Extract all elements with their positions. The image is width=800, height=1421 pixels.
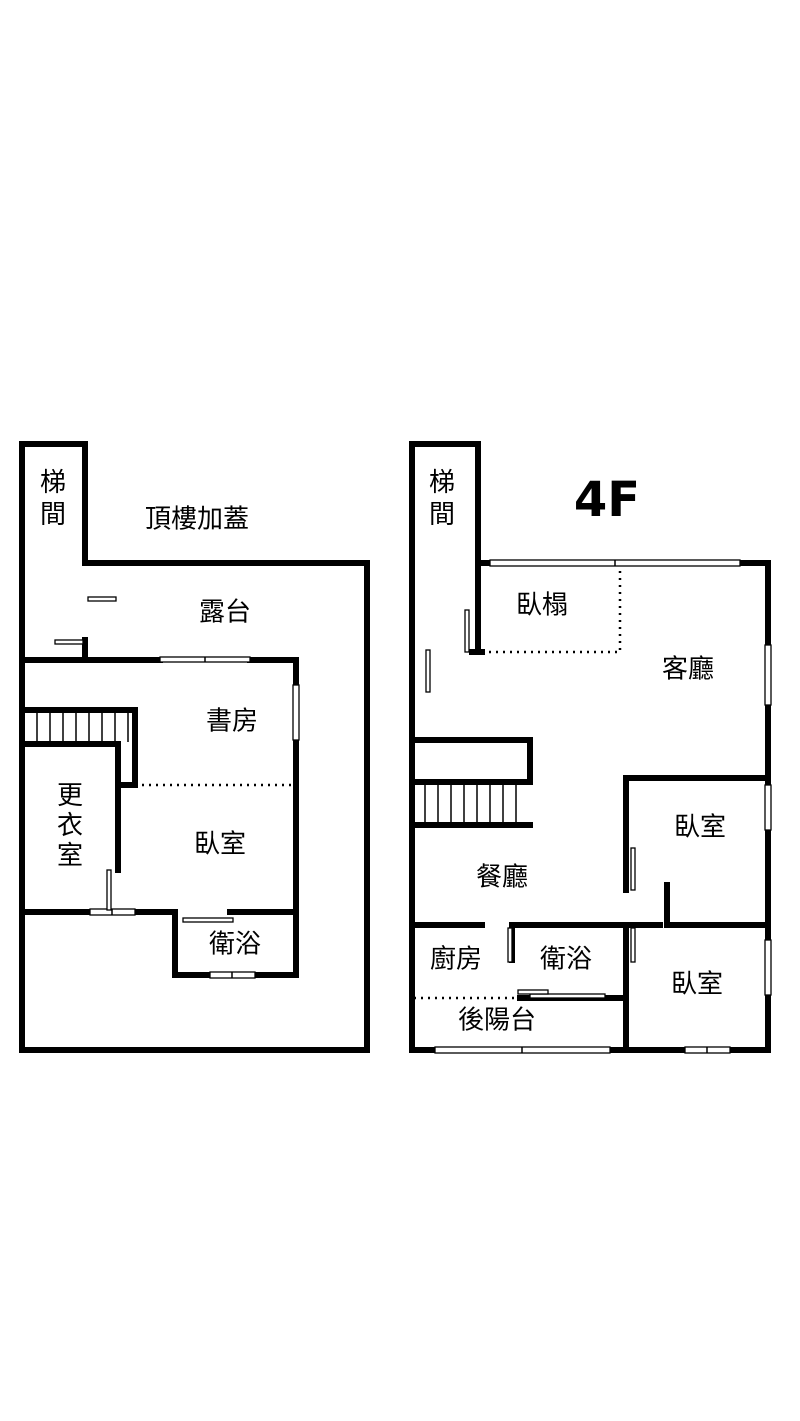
right-window-bedroom2-bottom <box>684 1046 731 1054</box>
left-label-terrace: 露台 <box>199 598 251 628</box>
left-label-rooftop: 頂樓加蓋 <box>145 505 249 535</box>
right-door-bath <box>507 927 513 963</box>
right-floor-label: 4F <box>574 472 640 528</box>
right-door-bedroom2 <box>630 927 636 963</box>
right-wall <box>623 775 771 893</box>
left-stair-treads <box>36 712 129 742</box>
left-window-study-top <box>159 656 251 663</box>
left-label-bath: 衛浴 <box>209 930 261 960</box>
right-wall <box>664 882 771 928</box>
right-door-stair <box>425 649 431 693</box>
left-door-stair <box>87 596 117 602</box>
left-label-closet: 更衣室 <box>57 781 83 871</box>
right-label-tatami: 臥榻 <box>516 591 568 621</box>
left-door-bath <box>182 917 234 923</box>
right-label-rear-balcony: 後陽台 <box>458 1006 536 1036</box>
right-label-bath: 衛浴 <box>540 945 592 975</box>
left-door-terrace <box>54 639 84 645</box>
right-outer-wall <box>409 441 771 1053</box>
left-floor-plan: 梯間 頂樓加蓋 露台 書房 更衣室 臥室 衛浴 <box>19 441 370 1053</box>
right-label-bedroom2: 臥室 <box>671 970 723 1000</box>
right-door-balcony <box>529 993 606 999</box>
right-label-kitchen: 廚房 <box>430 945 482 975</box>
left-label-bedroom: 臥室 <box>194 830 246 860</box>
right-window-bedroom2 <box>764 939 772 996</box>
right-stair-treads <box>424 784 517 823</box>
right-door-balcony-small <box>517 989 549 995</box>
left-window-study-right <box>292 684 300 741</box>
right-window-living <box>764 644 772 706</box>
right-window-balcony <box>434 1046 611 1054</box>
left-window-closet <box>89 908 136 916</box>
right-floor-plan: 4F 梯間 臥榻 客廳 臥室 餐廳 廚房 衛浴 臥室 後陽台 <box>409 441 772 1054</box>
right-label-stair: 梯間 <box>429 468 455 530</box>
left-wall <box>172 909 213 978</box>
left-window-bath <box>209 971 256 979</box>
right-window-bedroom1 <box>764 784 772 831</box>
left-label-stair: 梯間 <box>40 468 66 530</box>
right-window-top <box>489 559 741 567</box>
left-label-study: 書房 <box>206 707 258 737</box>
right-label-dining: 餐廳 <box>476 863 528 893</box>
right-door-bedroom1 <box>630 847 636 891</box>
left-outer-wall <box>19 441 370 1053</box>
right-label-bedroom1: 臥室 <box>674 813 726 843</box>
right-wall <box>409 737 533 785</box>
left-wall <box>115 707 138 788</box>
right-label-living: 客廳 <box>662 655 714 685</box>
right-door-tatami <box>464 609 470 653</box>
left-door-closet <box>106 869 112 911</box>
